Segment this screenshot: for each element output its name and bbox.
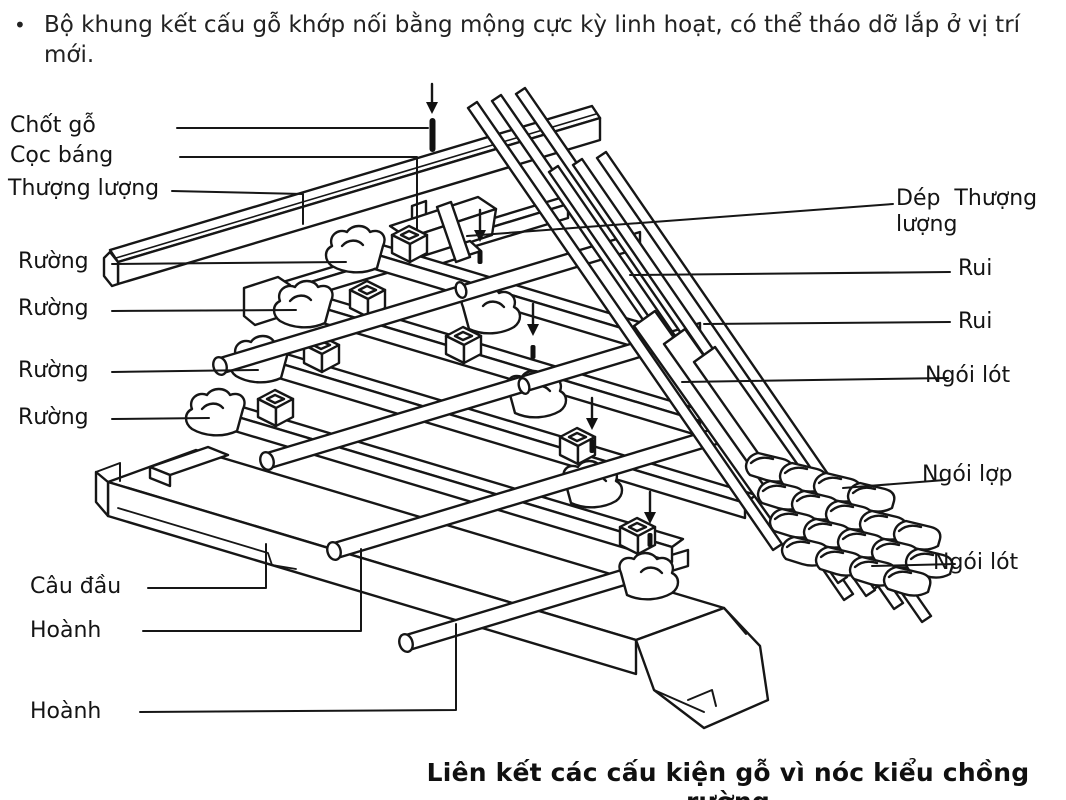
label-rui-2: Rui	[958, 309, 993, 334]
diagram-caption: Liên kết các cấu kiện gỗ vì nóc kiểu chồ…	[426, 758, 1030, 800]
label-ruong-4: Rường	[18, 405, 89, 430]
label-ngoi-lop: Ngói lợp	[922, 462, 1013, 487]
intro-bullet-text: • Bộ khung kết cấu gỗ khớp nối bằng mộng…	[14, 10, 1054, 71]
leader-lines	[111, 127, 956, 713]
purlins-hoanh	[212, 230, 762, 562]
label-ngoi-lot-2: Ngói lót	[933, 550, 1019, 575]
label-rui-1: Rui	[958, 256, 993, 281]
ridge-beam-thuong-luong	[102, 104, 602, 288]
label-dep-thuong-luong: Dép Thượng lượng	[896, 186, 1038, 237]
tie-beam-head	[634, 606, 770, 730]
label-ruong-3: Rường	[18, 358, 89, 383]
label-coc-bang: Cọc báng	[10, 143, 114, 168]
intro-text: Bộ khung kết cấu gỗ khớp nối bằng mộng c…	[44, 12, 1021, 69]
bullet-marker: •	[14, 13, 26, 37]
assembly-arrows-and-pins	[426, 82, 656, 547]
label-thuong-luong: Thượng lượng	[8, 176, 160, 201]
label-cau-dau: Câu đầu	[30, 574, 122, 599]
label-hoanh-2: Hoành	[30, 699, 102, 724]
purlin-hoanh-bottom	[398, 548, 690, 654]
label-ngoi-lot-1: Ngói lót	[925, 363, 1011, 388]
label-hoanh-1: Hoành	[30, 618, 102, 643]
label-ruong-2: Rường	[18, 296, 89, 321]
label-chot-go: Chốt gỗ	[10, 113, 96, 138]
label-ruong-1: Rường	[18, 249, 89, 274]
